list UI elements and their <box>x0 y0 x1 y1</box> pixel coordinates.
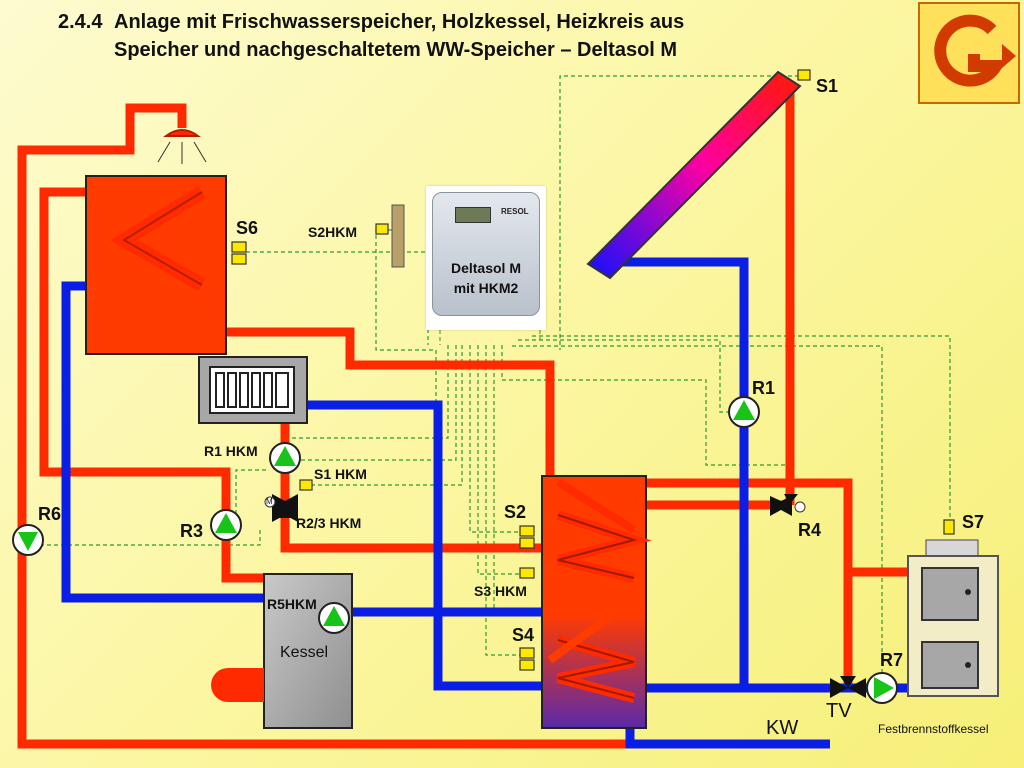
hot-pipe-shower <box>17 103 187 540</box>
oil-burner-icon <box>211 668 264 702</box>
thermostatic-valve-tv <box>830 676 866 698</box>
label-festbrennstoffkessel: Festbrennstoffkessel <box>878 722 989 736</box>
cold-pipe-radiator-return <box>292 400 546 691</box>
buffer-tank <box>541 475 652 729</box>
sensor-s2-a <box>519 525 535 537</box>
boiler <box>263 573 353 729</box>
sensor-s4-b <box>519 659 535 671</box>
label-s7: S7 <box>962 512 985 532</box>
deltasol-controller: RESOL Deltasol M mit HKM2 <box>426 186 546 330</box>
label-s2: S2 <box>504 502 527 522</box>
label-motor: M <box>266 497 273 506</box>
mixing-valve-r23-hkm <box>264 494 298 522</box>
valve-r4 <box>770 494 806 516</box>
cold-pipe-fws-return <box>61 281 264 603</box>
label-s6: S6 <box>236 218 259 238</box>
sensor-s2-b <box>519 537 535 549</box>
title-line-1: Anlage mit Frischwasserspeicher, Holzkes… <box>114 11 685 33</box>
hot-pipe-r3-kessel <box>39 458 264 583</box>
controller-brand: RESOL <box>501 207 529 216</box>
pump-r7 <box>866 672 898 704</box>
sensor-s2hkm <box>375 223 389 235</box>
pump-r3 <box>210 509 242 541</box>
solid-fuel-boiler <box>907 539 999 697</box>
hot-pipe-fws-left <box>39 187 86 458</box>
label-r5-hkm: R5HKM <box>267 596 317 612</box>
title-number: 2.4.4 <box>58 11 103 33</box>
label-r1: R1 <box>752 378 776 398</box>
label-r6: R6 <box>38 504 62 524</box>
sensors <box>231 69 955 671</box>
sensor-s1hkm <box>299 479 313 491</box>
hot-pipe-bottom <box>17 540 634 749</box>
outdoor-sensor-wall <box>391 204 405 268</box>
hot-pipe-fws-to-tank <box>226 327 555 480</box>
label-r4: R4 <box>798 520 822 540</box>
pump-r6 <box>12 524 44 556</box>
sensor-s6-a <box>231 241 247 253</box>
hot-pipe-to-solidfuel <box>645 478 910 577</box>
label-kw: KW <box>766 717 799 739</box>
label-r23-hkm: R2/3 HKM <box>296 515 362 531</box>
shower-icon <box>157 129 207 164</box>
controller-label-2: mit HKM2 <box>453 280 519 296</box>
label-s1-hkm: S1 HKM <box>314 466 367 482</box>
company-logo-icon <box>918 2 1020 104</box>
label-r1-hkm: R1 HKM <box>204 443 258 459</box>
sensor-s7 <box>943 519 955 535</box>
label-s2hkm: S2HKM <box>308 224 358 240</box>
pump-r1 <box>728 396 760 428</box>
label-s4: S4 <box>512 625 535 645</box>
label-r7: R7 <box>880 650 904 670</box>
sensor-s6-b <box>231 253 247 265</box>
label-tv: TV <box>826 700 852 722</box>
controller-display <box>455 207 491 223</box>
pump-r1-hkm <box>269 442 301 474</box>
pump-r5-hkm <box>318 602 350 634</box>
fresh-water-tank <box>85 175 227 355</box>
controller-housing: RESOL <box>432 192 540 316</box>
sensor-s3hkm <box>519 567 535 579</box>
sensor-s4-a <box>519 647 535 659</box>
label-kessel: Kessel <box>280 644 329 661</box>
title-line-2: Speicher und nachgeschaltetem WW-Speiche… <box>114 39 678 61</box>
label-r3: R3 <box>180 521 204 541</box>
radiator-icon <box>198 356 308 424</box>
label-s3-hkm: S3 HKM <box>474 583 527 599</box>
controller-cables <box>439 330 541 345</box>
label-s1: S1 <box>816 76 839 96</box>
controller-label-1: Deltasol M <box>450 260 521 276</box>
solar-collector-icon <box>586 70 802 280</box>
sensor-s1 <box>797 69 811 81</box>
sensor-wiring <box>40 75 951 675</box>
